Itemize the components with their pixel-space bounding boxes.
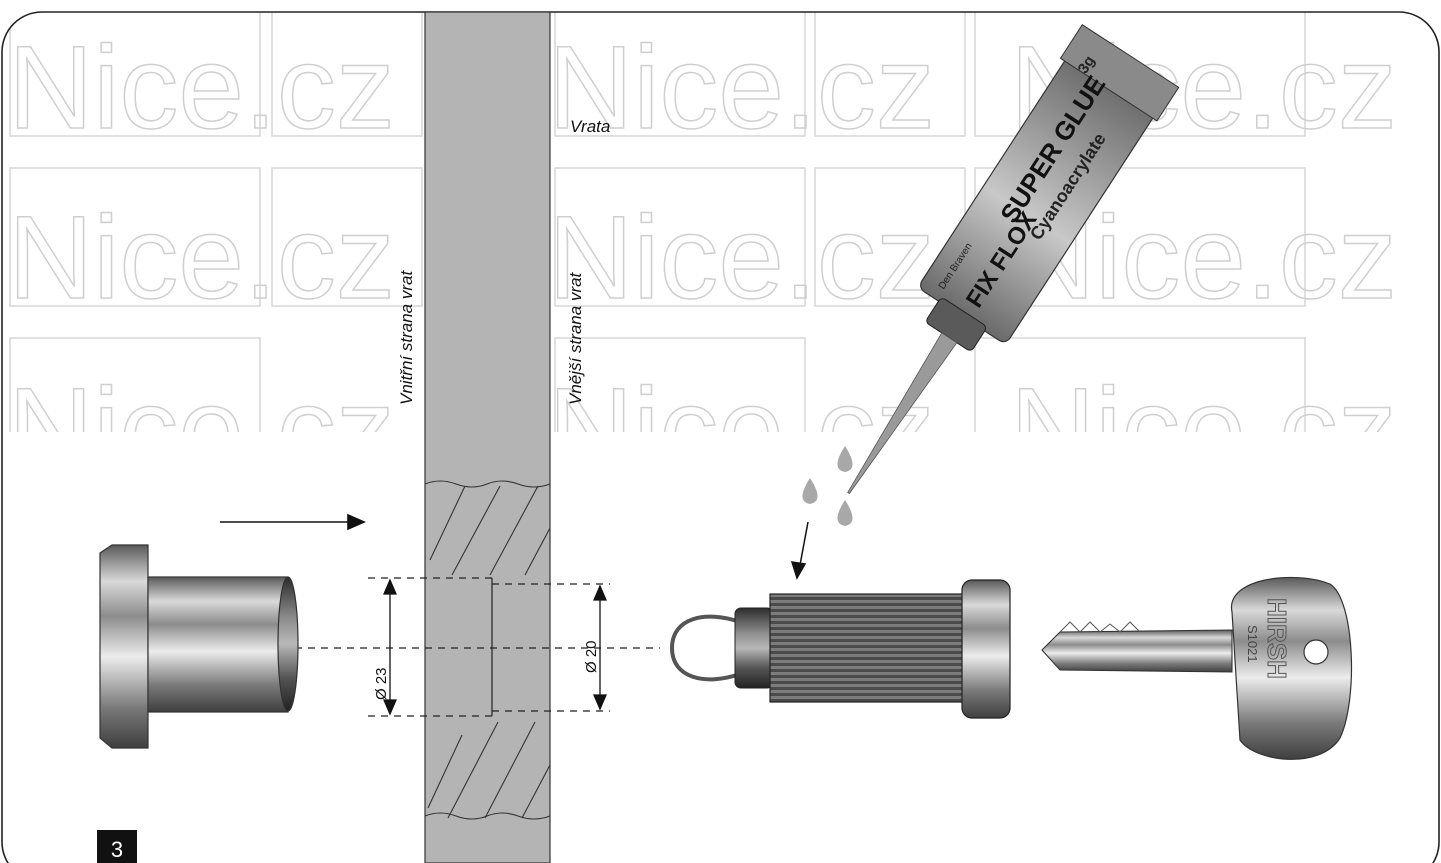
lock-cylinder <box>669 579 1011 719</box>
watermark-text: Nice.cz <box>8 22 395 154</box>
figure-number-box: 3 <box>97 830 137 863</box>
watermark-text: Nice.cz <box>548 22 935 154</box>
dashed-guides <box>295 577 660 717</box>
watermark-text: Nice.cz <box>8 192 395 324</box>
glue-drops <box>802 446 853 526</box>
figure-frame <box>1 11 1440 863</box>
dimension-arrow-20 <box>593 584 607 711</box>
inner-side-label: Vnitřní strana vrat <box>397 270 416 405</box>
dimension-label-23: Ø 23 <box>373 667 390 700</box>
outer-side-label: Vnější strana vrat <box>566 271 585 405</box>
tube-amount: 3g <box>1075 53 1099 77</box>
key: HIRSH S1021 <box>1041 576 1353 760</box>
key-brand: HIRSH <box>1262 598 1292 679</box>
door-label: Vrata <box>570 117 610 136</box>
figure-number: 3 <box>111 837 123 862</box>
key-code: S1021 <box>1245 625 1260 663</box>
insertion-arrow <box>220 513 366 531</box>
bushing-part <box>99 544 299 749</box>
dimension-arrow-23 <box>383 578 397 716</box>
door-cross-section <box>424 11 551 863</box>
door-hatching <box>424 480 551 820</box>
glue-tube: FIX FLOX SUPER GLUE Cyanoacrylate 3g Den… <box>847 24 1180 495</box>
dimension-label-20: Ø 20 <box>583 640 600 673</box>
glue-arrow <box>790 521 809 580</box>
watermark-text: Nice.cz <box>548 192 935 324</box>
